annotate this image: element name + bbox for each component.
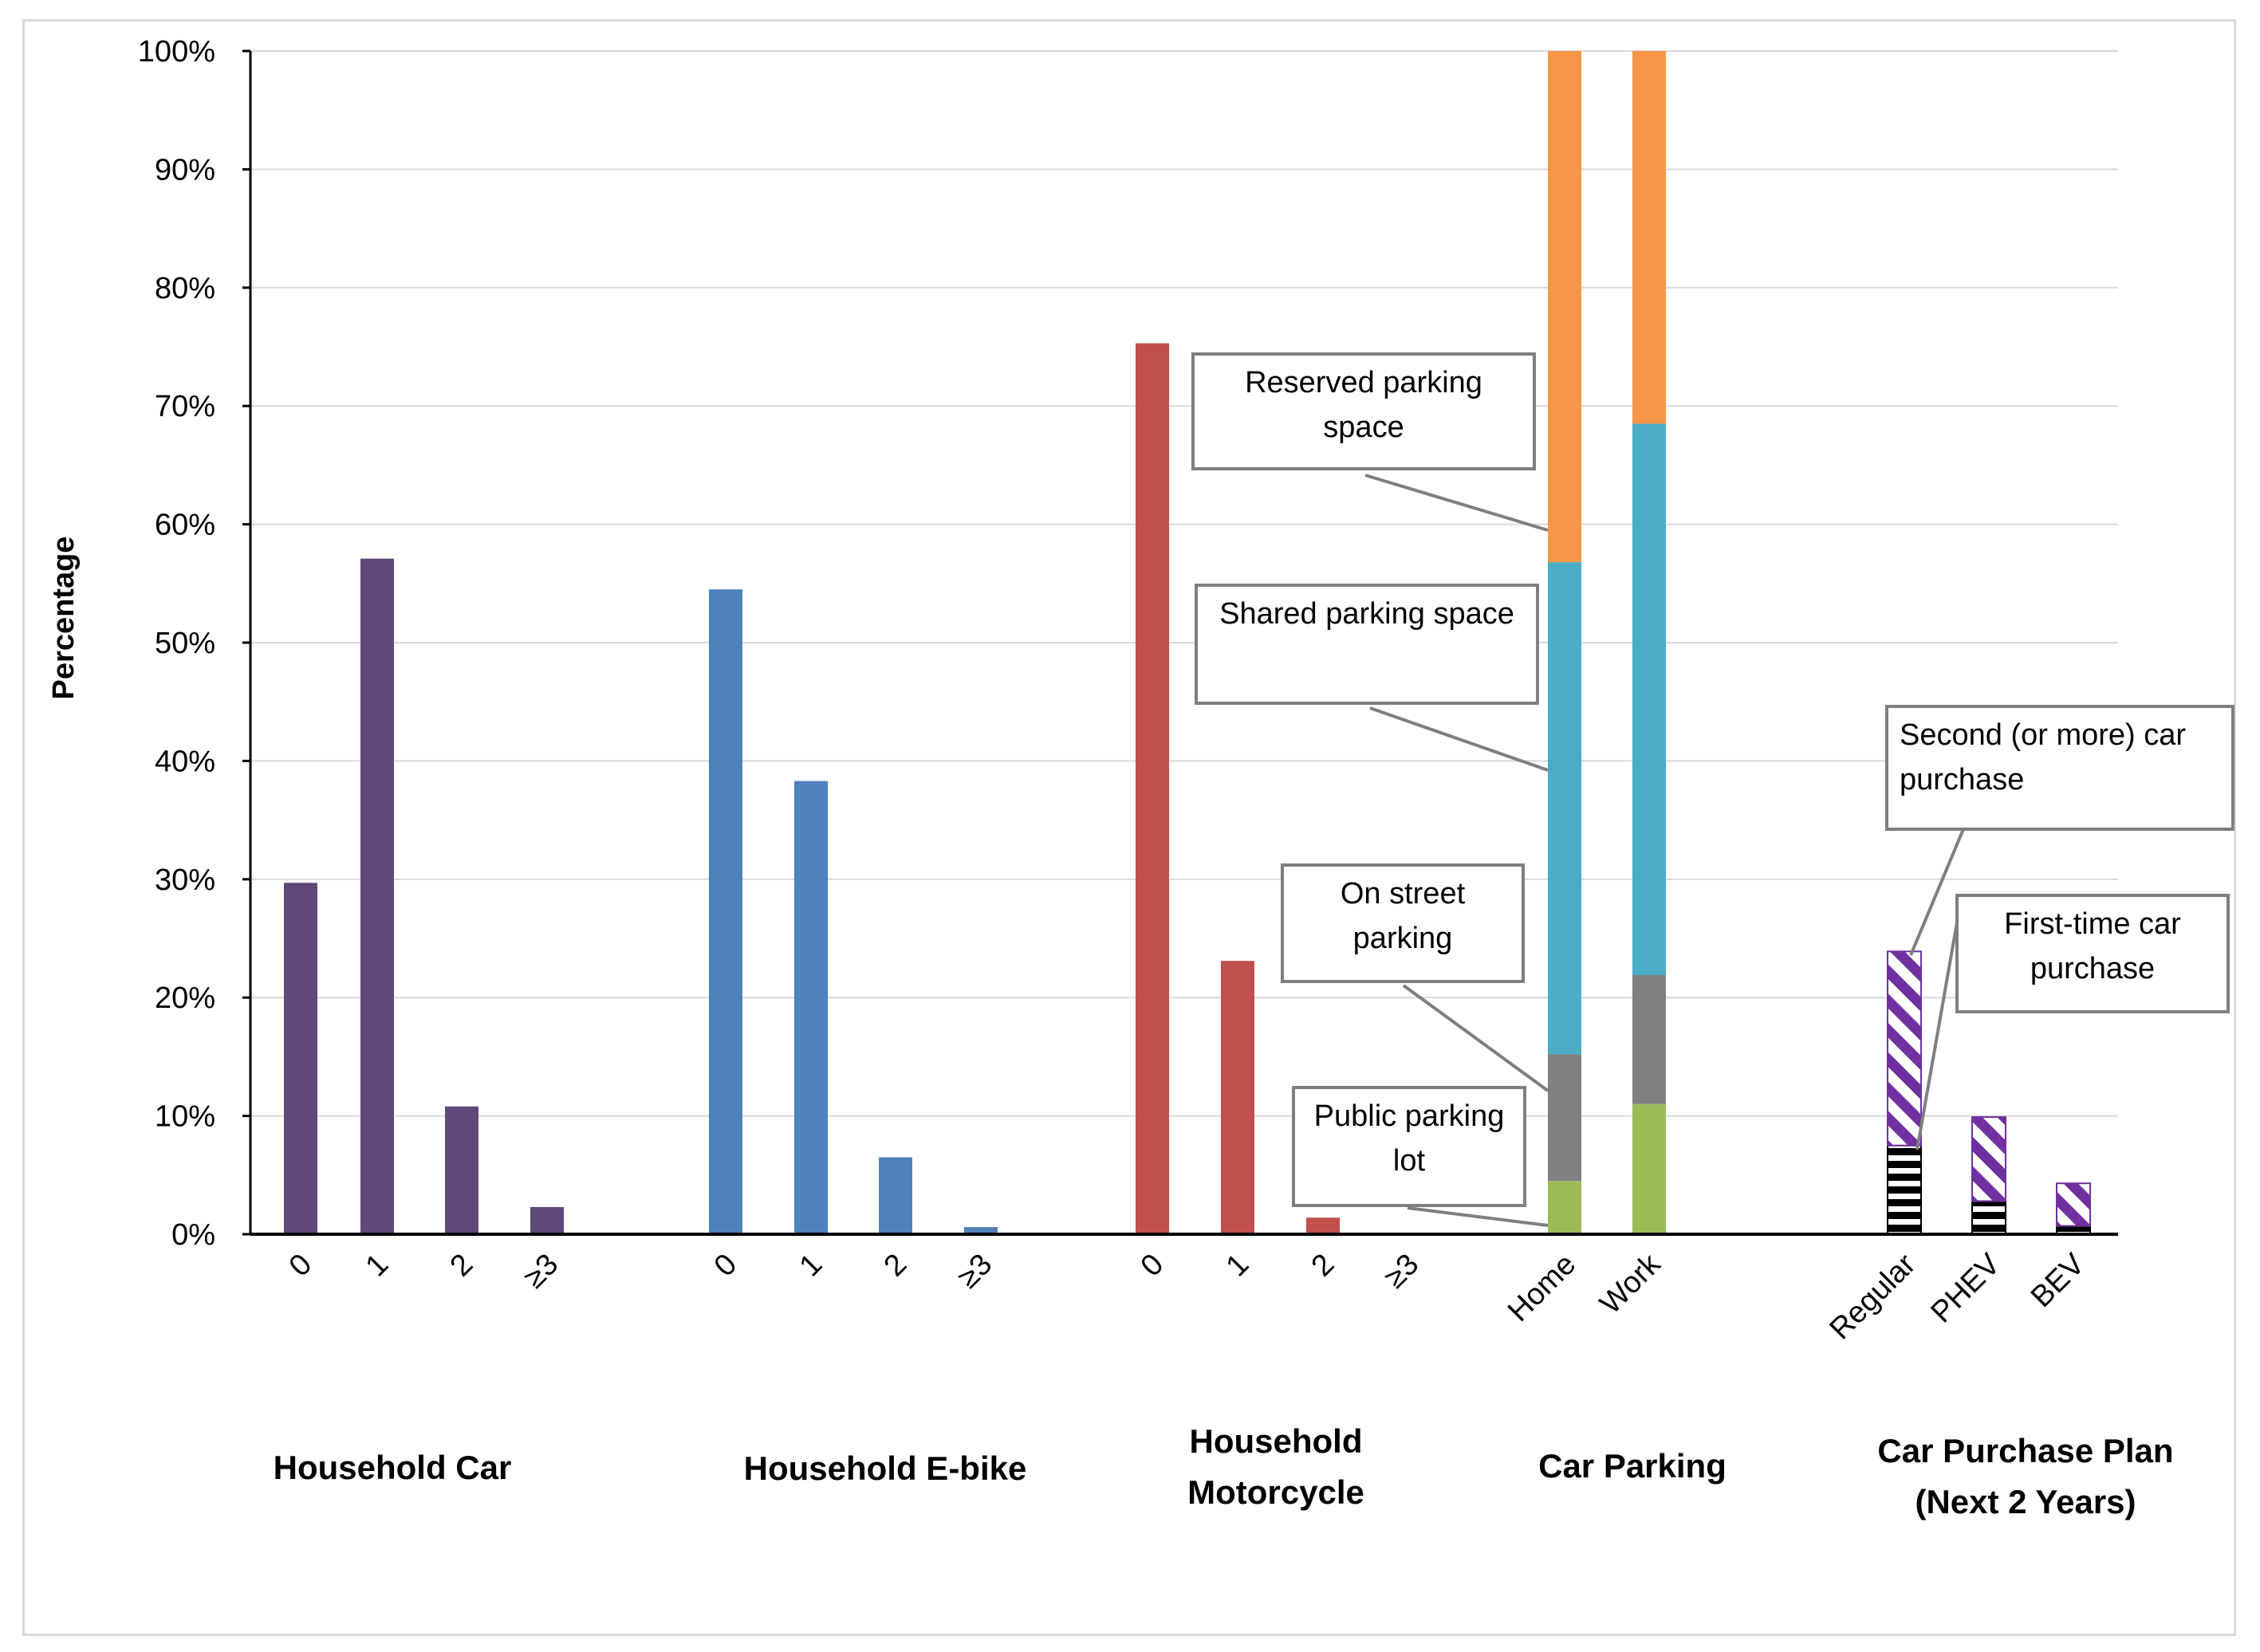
callout-leader [1364,474,1549,532]
callout-label: purchase [2030,952,2155,985]
x-tick-label: 0 [1135,1248,1171,1284]
x-tick-label: Home [1502,1248,1582,1328]
bar [879,1157,912,1234]
stacked-bar-segment [1971,1116,2006,1202]
bar [284,883,317,1234]
x-tick-label: Work [1593,1247,1667,1321]
stacked-bar-segment [2056,1182,2091,1227]
callout-box [1292,1086,1526,1207]
stacked-bar-segment [1887,1144,1922,1235]
stacked-bar-segment [1887,950,1922,1147]
x-tick-label: 0 [708,1248,744,1284]
callout-box [1191,352,1536,470]
bar [445,1106,478,1234]
bar [1136,343,1169,1235]
callout-label: Shared parking space [1219,597,1514,631]
x-tick-label: 2 [1305,1248,1341,1284]
group-label: Car Parking [1538,1447,1726,1485]
group-label: (Next 2 Years) [1915,1483,2136,1520]
callout-label: purchase [1900,763,2024,796]
stacked-bar-segment [1548,51,1581,563]
x-tick-label: ≥3 [1378,1248,1425,1295]
bar [1221,961,1254,1234]
stacked-bar-segment [1632,423,1666,976]
callout-box [1885,705,2234,831]
bars [284,51,2091,1236]
stacked-bar-segment [1632,51,1666,424]
y-tick-label: 40% [155,745,215,778]
x-tick-label: PHEV [1924,1247,2006,1329]
stacked-bar-segment [1548,562,1581,1055]
group-label: Car Purchase Plan [1877,1432,2173,1469]
y-tick-label: 70% [155,390,215,423]
x-tick-label: 1 [793,1248,829,1284]
group-labels: Household Car Household E-bike HouseholdMo… [274,1422,2174,1520]
callout-label: Second (or more) car [1900,718,2186,752]
callout-box [1195,584,1539,705]
bar [530,1206,564,1234]
group-label: Household E-bike [744,1449,1027,1487]
group-label: Motorcycle [1187,1473,1364,1511]
y-tick-label: 80% [155,272,215,305]
stacked-bar-segment [1548,1181,1581,1234]
stacked-bar-segment [1632,975,1666,1104]
group-label: Household Car [274,1449,512,1486]
y-tick-label: 60% [155,509,215,542]
y-tick-label: 90% [155,153,215,187]
gridlines [250,50,2118,1117]
stacked-bar-segment [1632,1103,1666,1234]
x-tick-label: 2 [444,1248,480,1284]
callout-label: Reserved parking [1245,366,1482,399]
y-tick-label: 20% [155,981,215,1015]
x-tick-label: Regular [1824,1247,1923,1346]
stacked-bar-segment [1971,1200,2006,1235]
x-tick-label: ≥3 [951,1248,998,1295]
bar [964,1227,998,1234]
y-tick-label: 10% [155,1100,215,1134]
callout-label: First-time car [2004,907,2181,941]
x-tick-label: 1 [1220,1248,1256,1284]
y-tick-label: 0% [171,1218,215,1252]
callout-leader [1909,828,1965,956]
bar [709,589,742,1234]
callout-label: On street [1341,877,1466,911]
x-tick-label: 0 [283,1248,319,1284]
y-tick-label: 30% [155,863,215,897]
callout-box [1955,894,2230,1013]
stacked-bar-segment [1548,1054,1581,1182]
callout-leader [1369,706,1549,772]
bar [1306,1217,1340,1234]
axes [249,51,2118,1236]
bar [360,558,394,1234]
bar [794,781,828,1234]
group-label: Household [1190,1422,1363,1460]
callout-leader [1407,1206,1549,1227]
x-tick-label: ≥3 [518,1248,565,1295]
x-tick-label: BEV [2025,1247,2092,1314]
callout-label: space [1323,411,1404,444]
y-axis-label: Percentage [47,537,81,700]
x-tick-label: 1 [360,1248,396,1284]
callout-box [1281,863,1525,983]
y-axis-ticks: 0% 10% 20% 30% 40% 50% 60% 70% 80% 90% 100% [138,35,250,1252]
callout-label: parking [1353,922,1453,955]
callout-leader [1402,984,1549,1092]
y-tick-label: 100% [138,35,215,69]
x-tick-label: 2 [878,1248,914,1284]
callout-label: Public parking [1314,1099,1505,1133]
y-tick-label: 50% [155,627,215,660]
callout-label: lot [1393,1144,1426,1178]
callout-leader [1915,895,1963,1150]
